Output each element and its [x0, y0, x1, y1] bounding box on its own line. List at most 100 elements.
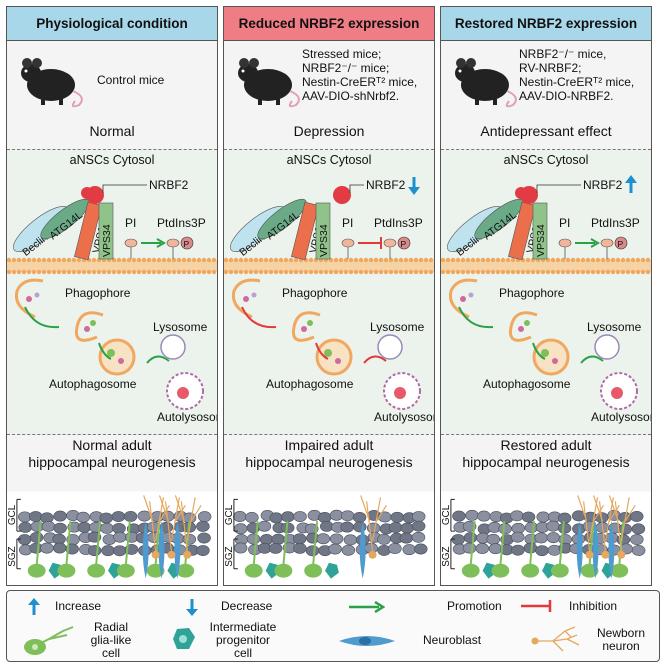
lipid-head	[470, 257, 476, 263]
lipid-head	[555, 269, 561, 275]
sgz-bracket	[233, 538, 238, 570]
granule-cell	[52, 542, 67, 554]
neurogenesis-line-1: Impaired adult	[284, 437, 374, 453]
lipid-head	[146, 257, 152, 263]
lipid-head	[600, 269, 606, 275]
phosphate-circle	[397, 236, 411, 250]
granule-cell	[399, 532, 414, 544]
granule-cell	[377, 511, 392, 523]
lipid-head	[530, 269, 536, 275]
inhibition-arrow-fuse	[363, 355, 387, 364]
lipid-head	[353, 269, 359, 275]
granule-cell	[328, 543, 342, 555]
lipid-head	[186, 257, 192, 263]
radial-glia-cell	[521, 563, 540, 578]
inhibition-bar-icon	[521, 600, 552, 612]
lipid-head	[268, 269, 274, 275]
granule-cell	[196, 545, 210, 556]
lipid-head	[620, 257, 626, 263]
condition-state: Depression	[293, 123, 365, 139]
lipid-head	[388, 257, 394, 263]
lipid-head	[191, 269, 197, 275]
lysosome-shape	[594, 334, 620, 360]
mouse-icon	[21, 58, 83, 108]
lipid-head	[570, 257, 576, 263]
lipid-head	[441, 257, 446, 263]
lipid-head	[480, 269, 486, 275]
lipid-head	[46, 257, 52, 263]
intermediate-progenitor-cell	[265, 562, 280, 579]
granule-cell	[414, 543, 428, 555]
lipid-head	[475, 257, 481, 263]
newborn-neuron-dendrites	[158, 495, 186, 551]
promotion-arrow	[590, 238, 601, 248]
granule-cell	[329, 533, 344, 545]
promotion-arrow-fuse	[146, 355, 170, 364]
cargo-dot	[611, 387, 623, 399]
granule-cell	[452, 510, 466, 522]
granule-cell	[389, 522, 403, 533]
radial-glia-cell	[274, 563, 293, 578]
gcl-label: GCL	[224, 504, 235, 525]
lipid-head	[186, 269, 192, 275]
neuroblast-cell	[576, 521, 583, 579]
legend-promotion: Promotion	[447, 599, 502, 613]
nrbf2-label: NRBF2	[583, 178, 623, 192]
granule-cell	[618, 523, 632, 535]
radial-glia-cell	[304, 563, 323, 578]
granule-cell	[400, 522, 414, 534]
membrane-band	[7, 260, 217, 272]
legend-newborn-2: neuron	[602, 639, 640, 653]
granule-cell	[353, 521, 367, 533]
lipid-head	[450, 257, 456, 263]
radial-glia-cell	[610, 563, 629, 578]
cargo-dot	[251, 292, 257, 298]
granule-cell	[486, 533, 501, 545]
lipid-head	[126, 257, 132, 263]
lipid-head	[171, 269, 177, 275]
lipid-head	[373, 257, 379, 263]
lipid-head	[635, 269, 641, 275]
lipid-head	[263, 257, 269, 263]
vps34-shape	[315, 202, 331, 260]
mouse-label: NRBF2⁻/⁻ mice,	[519, 47, 607, 61]
granule-cell	[388, 543, 402, 554]
phagophore-expanding	[508, 311, 538, 342]
lipid-head	[640, 269, 646, 275]
lipid-head	[116, 257, 122, 263]
granule-cell	[411, 520, 426, 532]
lipid-head	[640, 257, 646, 263]
granule-cell	[281, 511, 295, 523]
radial-glia-cell	[461, 563, 480, 578]
granule-cell	[137, 510, 152, 522]
granule-cell	[233, 523, 248, 535]
lipid-head	[510, 257, 516, 263]
ptdins3p-lipid	[600, 238, 614, 248]
inhibition-arrow-phago-expand	[241, 306, 277, 329]
granule-cell	[101, 545, 115, 557]
lipid-head	[428, 257, 434, 263]
mouse-label: RV-NRBF2;	[519, 61, 582, 75]
lipid-head	[470, 269, 476, 275]
lipid-head	[51, 269, 57, 275]
lipid-head	[535, 269, 541, 275]
lipid-head	[398, 257, 404, 263]
nrbf2-pointer	[102, 184, 147, 193]
nrbf2-pointer	[349, 184, 364, 193]
lipid-head	[106, 269, 112, 275]
lysosome-shape	[377, 334, 403, 360]
lipid-head	[156, 257, 162, 263]
promotion-arrow-fuse	[580, 355, 604, 364]
lipid-head	[258, 269, 264, 275]
granule-cell	[233, 542, 248, 554]
radial-glia-cell	[27, 563, 46, 578]
cargo-dot	[90, 320, 96, 326]
lipid-head	[196, 269, 202, 275]
lipid-head	[136, 269, 142, 275]
lipid-head	[428, 269, 434, 275]
lipid-head	[485, 269, 491, 275]
lipid-head	[293, 257, 299, 263]
membrane-band	[441, 260, 651, 272]
lipid-head	[196, 257, 202, 263]
ptdins3p-label: PtdIns3P	[374, 216, 423, 230]
